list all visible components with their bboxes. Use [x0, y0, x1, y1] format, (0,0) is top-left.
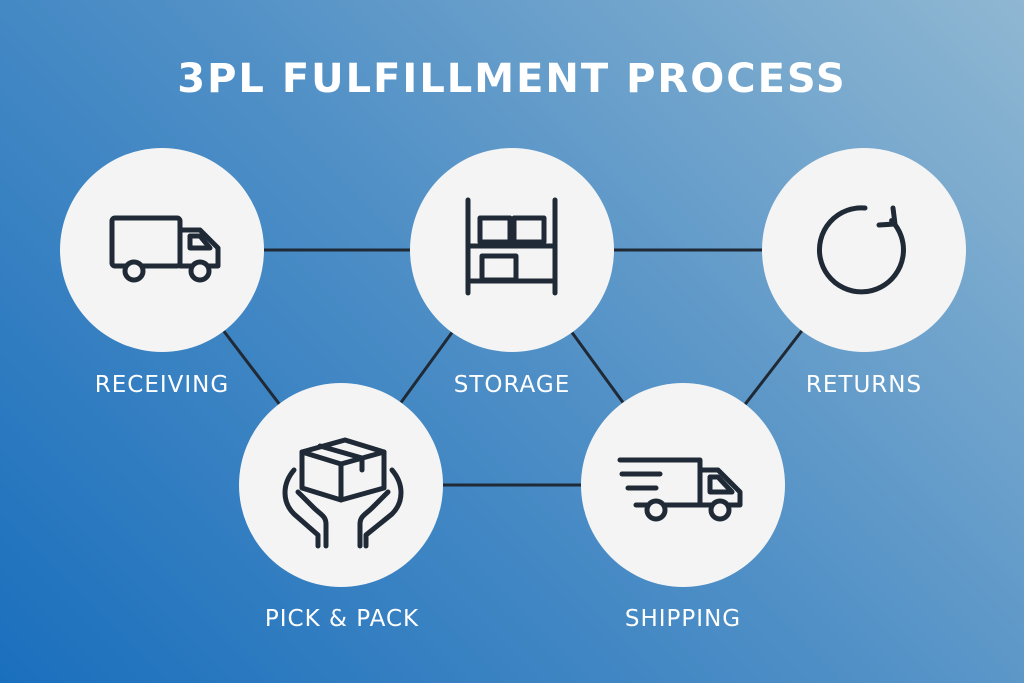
node-storage [410, 148, 614, 352]
node-shipping-circle [581, 383, 785, 587]
node-receiving-circle [60, 148, 264, 352]
node-returns [762, 148, 966, 352]
box-in-hands-icon [282, 437, 404, 549]
node-storage-circle [410, 148, 614, 352]
node-receiving [60, 148, 264, 352]
fast-truck-icon [617, 457, 743, 522]
shelving-icon [465, 197, 558, 296]
diagram-title: 3PL FULFILLMENT PROCESS [177, 56, 847, 102]
node-shipping [581, 383, 785, 587]
connector-storage-pick-pack [399, 331, 454, 404]
label-pick-pack: PICK & PACK [264, 606, 420, 632]
connector-receiving-pick-pack [222, 330, 281, 405]
label-shipping: SHIPPING [624, 606, 742, 632]
node-returns-circle [762, 148, 966, 352]
connectors [222, 248, 803, 487]
connector-returns-shipping [744, 329, 803, 406]
refresh-icon [816, 205, 906, 295]
node-pick-pack [239, 383, 443, 587]
label-storage: STORAGE [453, 372, 571, 398]
connector-storage-shipping [570, 331, 625, 404]
truck-icon [109, 215, 221, 283]
label-receiving: RECEIVING [94, 372, 230, 398]
label-returns: RETURNS [805, 372, 923, 398]
